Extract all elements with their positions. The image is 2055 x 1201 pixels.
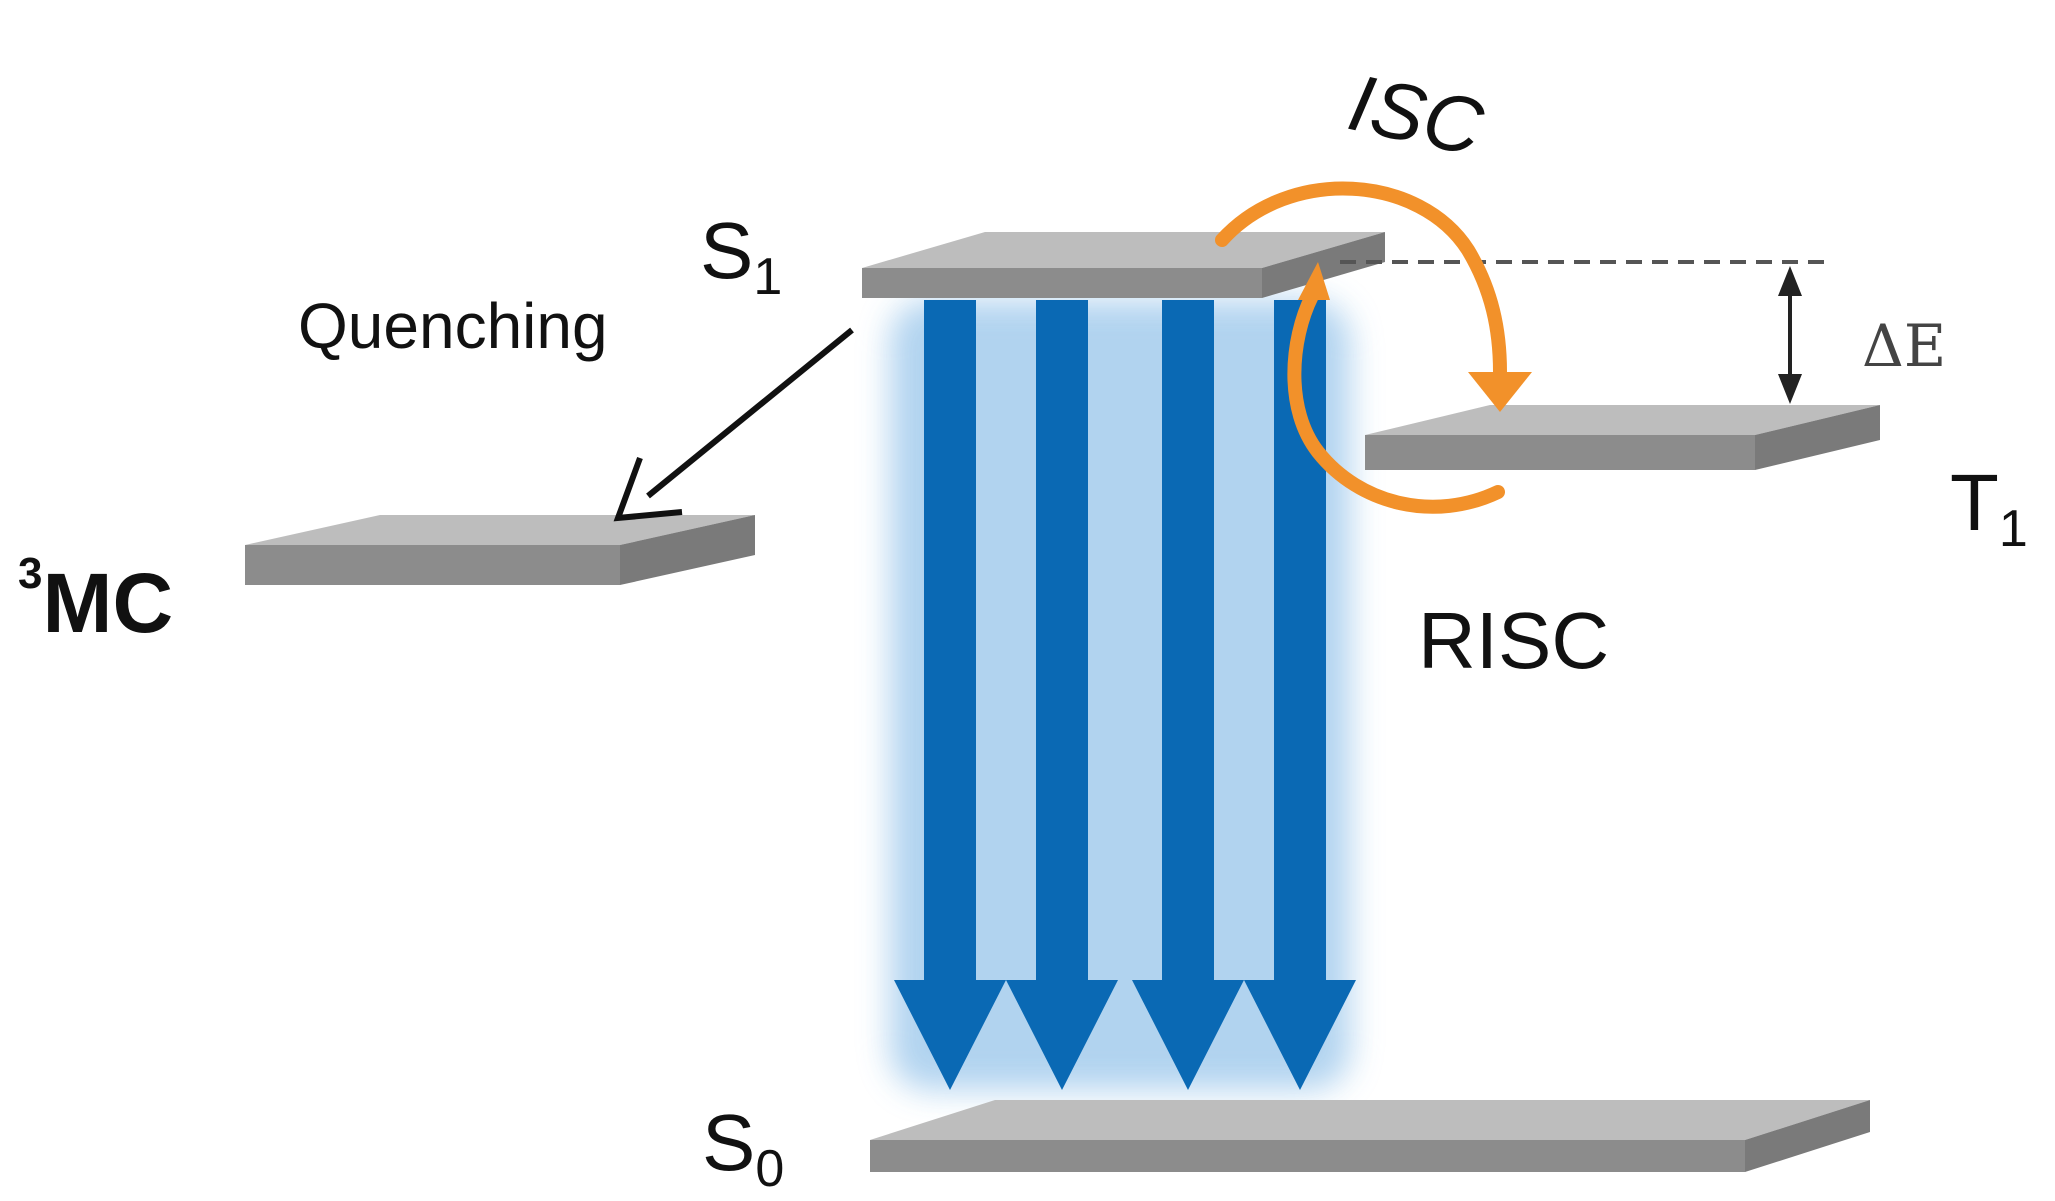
- delta-e-label: ΔE: [1862, 312, 1946, 380]
- t1-label-main: T: [1950, 458, 1999, 547]
- isc-arrow: [1215, 181, 1532, 412]
- mc-label-sup: 3: [18, 549, 42, 598]
- s0-label-main: S: [702, 1098, 755, 1187]
- t1-label-sub: 1: [1999, 500, 2028, 558]
- s1-label: S1: [700, 206, 782, 306]
- quenching-label: Quenching: [298, 290, 608, 362]
- s1-label-main: S: [700, 206, 753, 295]
- mc-level-plate: [245, 515, 755, 585]
- quenching-arrow: [613, 327, 854, 522]
- t1-label: T1: [1950, 458, 2028, 558]
- t1-level-plate: [1365, 405, 1880, 470]
- s1-label-sub: 1: [753, 248, 782, 306]
- mc-label-main: MC: [42, 556, 173, 650]
- emission-arrow-1: [894, 300, 1006, 1090]
- mc-label: 3MC: [18, 549, 173, 650]
- emission-glow: [890, 300, 1350, 1090]
- s0-label: S0: [702, 1098, 784, 1198]
- isc-label: ISC: [1341, 58, 1491, 173]
- delta-e-double-arrow: [1778, 266, 1802, 404]
- emission-arrow-2: [1006, 300, 1118, 1090]
- risc-arrow: [1287, 262, 1505, 514]
- s0-label-sub: 0: [755, 1140, 784, 1198]
- emission-arrows: [894, 300, 1356, 1090]
- risc-label: RISC: [1418, 596, 1609, 685]
- emission-arrow-4: [1244, 300, 1356, 1090]
- s0-level-plate: [870, 1100, 1870, 1172]
- emission-arrow-3: [1132, 300, 1244, 1090]
- s1-level-plate: [862, 232, 1385, 298]
